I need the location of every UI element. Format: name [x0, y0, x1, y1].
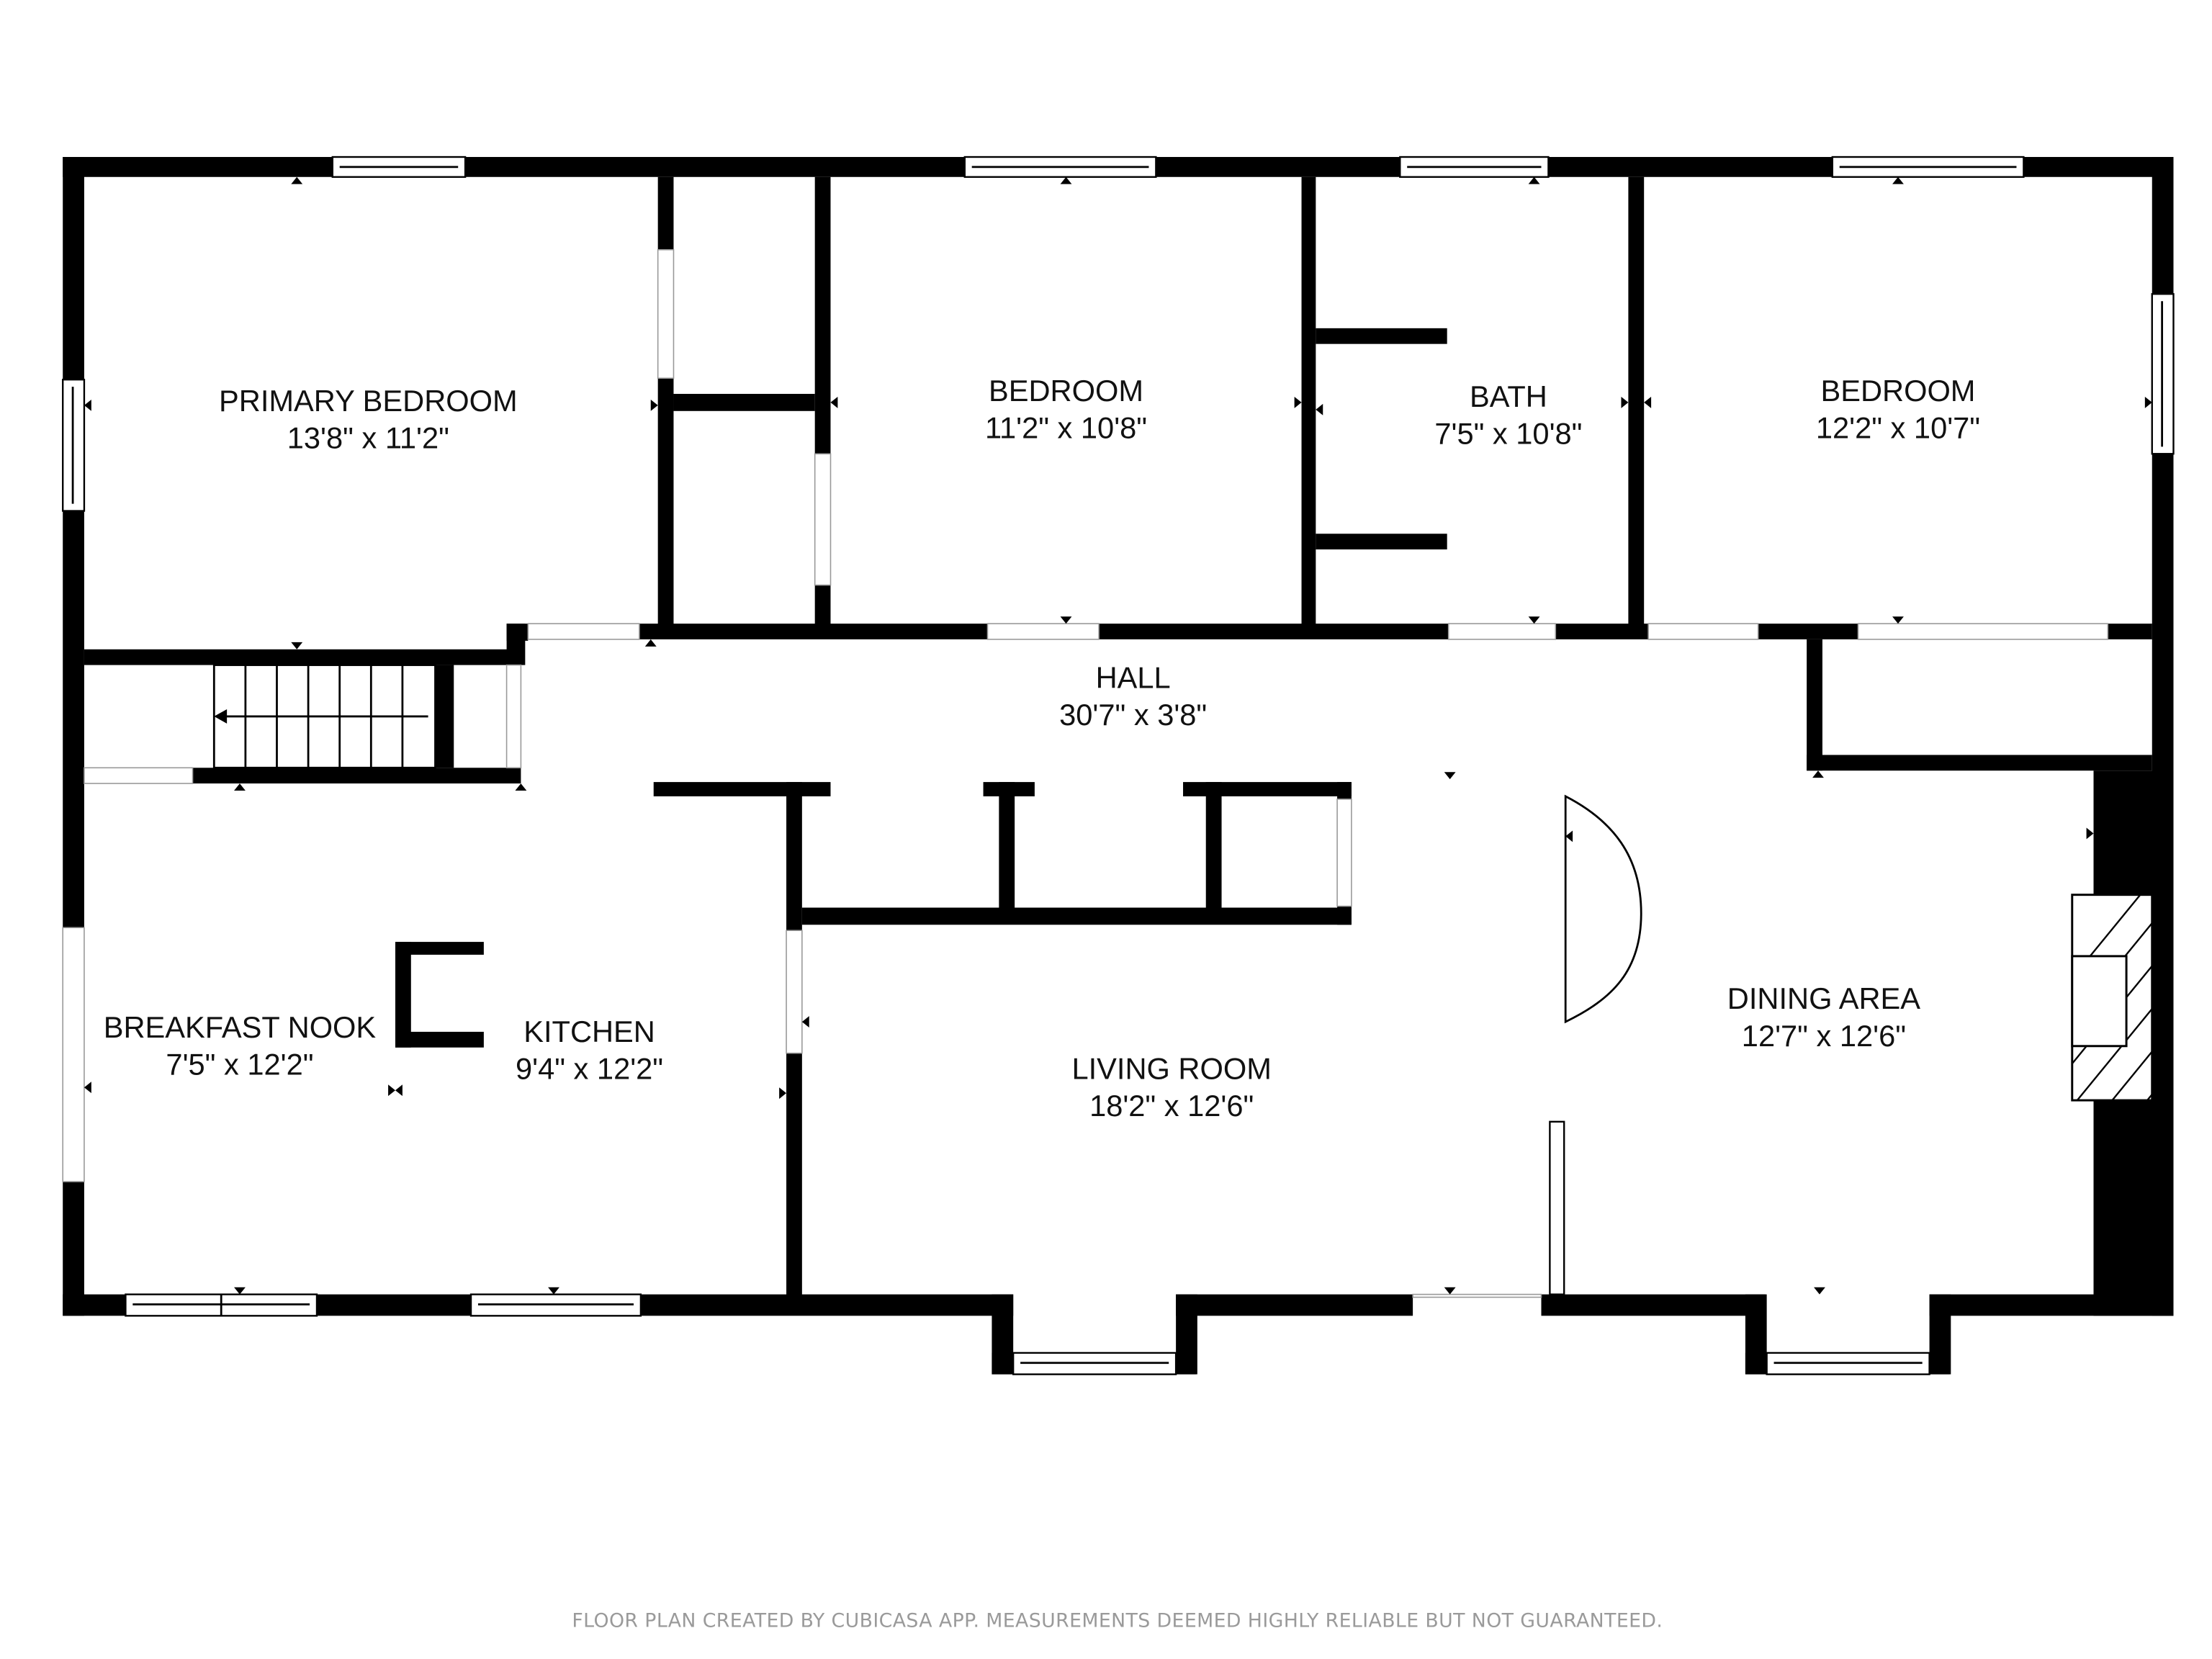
room-size-bath: 7'5" x 10'8" [1434, 416, 1582, 450]
room-size-breakfast-nook: 7'5" x 12'2" [166, 1047, 313, 1081]
measure-markers [84, 176, 2152, 1295]
fireplace [2071, 894, 2154, 1102]
room-size-bedroom-2: 11'2" x 10'8" [985, 410, 1147, 444]
stairs [212, 664, 436, 769]
interior-walls [84, 176, 2152, 1296]
door-swing [1564, 794, 1642, 1024]
room-name-bath: BATH [1470, 379, 1547, 413]
room-size-primary-bedroom: 13'8" x 11'2" [287, 421, 449, 454]
room-name-primary-bedroom: PRIMARY BEDROOM [219, 384, 518, 418]
room-name-bedroom-3: BEDROOM [1820, 374, 1975, 408]
room-size-hall: 30'7" x 3'8" [1059, 698, 1207, 732]
room-name-kitchen: KITCHEN [523, 1015, 655, 1048]
room-name-hall: HALL [1096, 660, 1171, 694]
room-name-living-room: LIVING ROOM [1071, 1051, 1271, 1085]
room-size-dining-area: 12'7" x 12'6" [1742, 1019, 1906, 1053]
room-name-breakfast-nook: BREAKFAST NOOK [104, 1010, 377, 1044]
room-labels: PRIMARY BEDROOM 13'8" x 11'2" BEDROOM 11… [104, 374, 1980, 1123]
disclaimer-footer: FLOOR PLAN CREATED BY CUBICASA APP. MEAS… [572, 1609, 1663, 1632]
room-name-bedroom-2: BEDROOM [989, 374, 1143, 408]
room-size-bedroom-3: 12'2" x 10'7" [1816, 410, 1980, 444]
room-size-kitchen: 9'4" x 12'2" [516, 1051, 663, 1085]
room-size-living-room: 18'2" x 12'6" [1089, 1089, 1254, 1123]
windows [62, 156, 2175, 1375]
room-name-dining-area: DINING AREA [1727, 981, 1920, 1015]
